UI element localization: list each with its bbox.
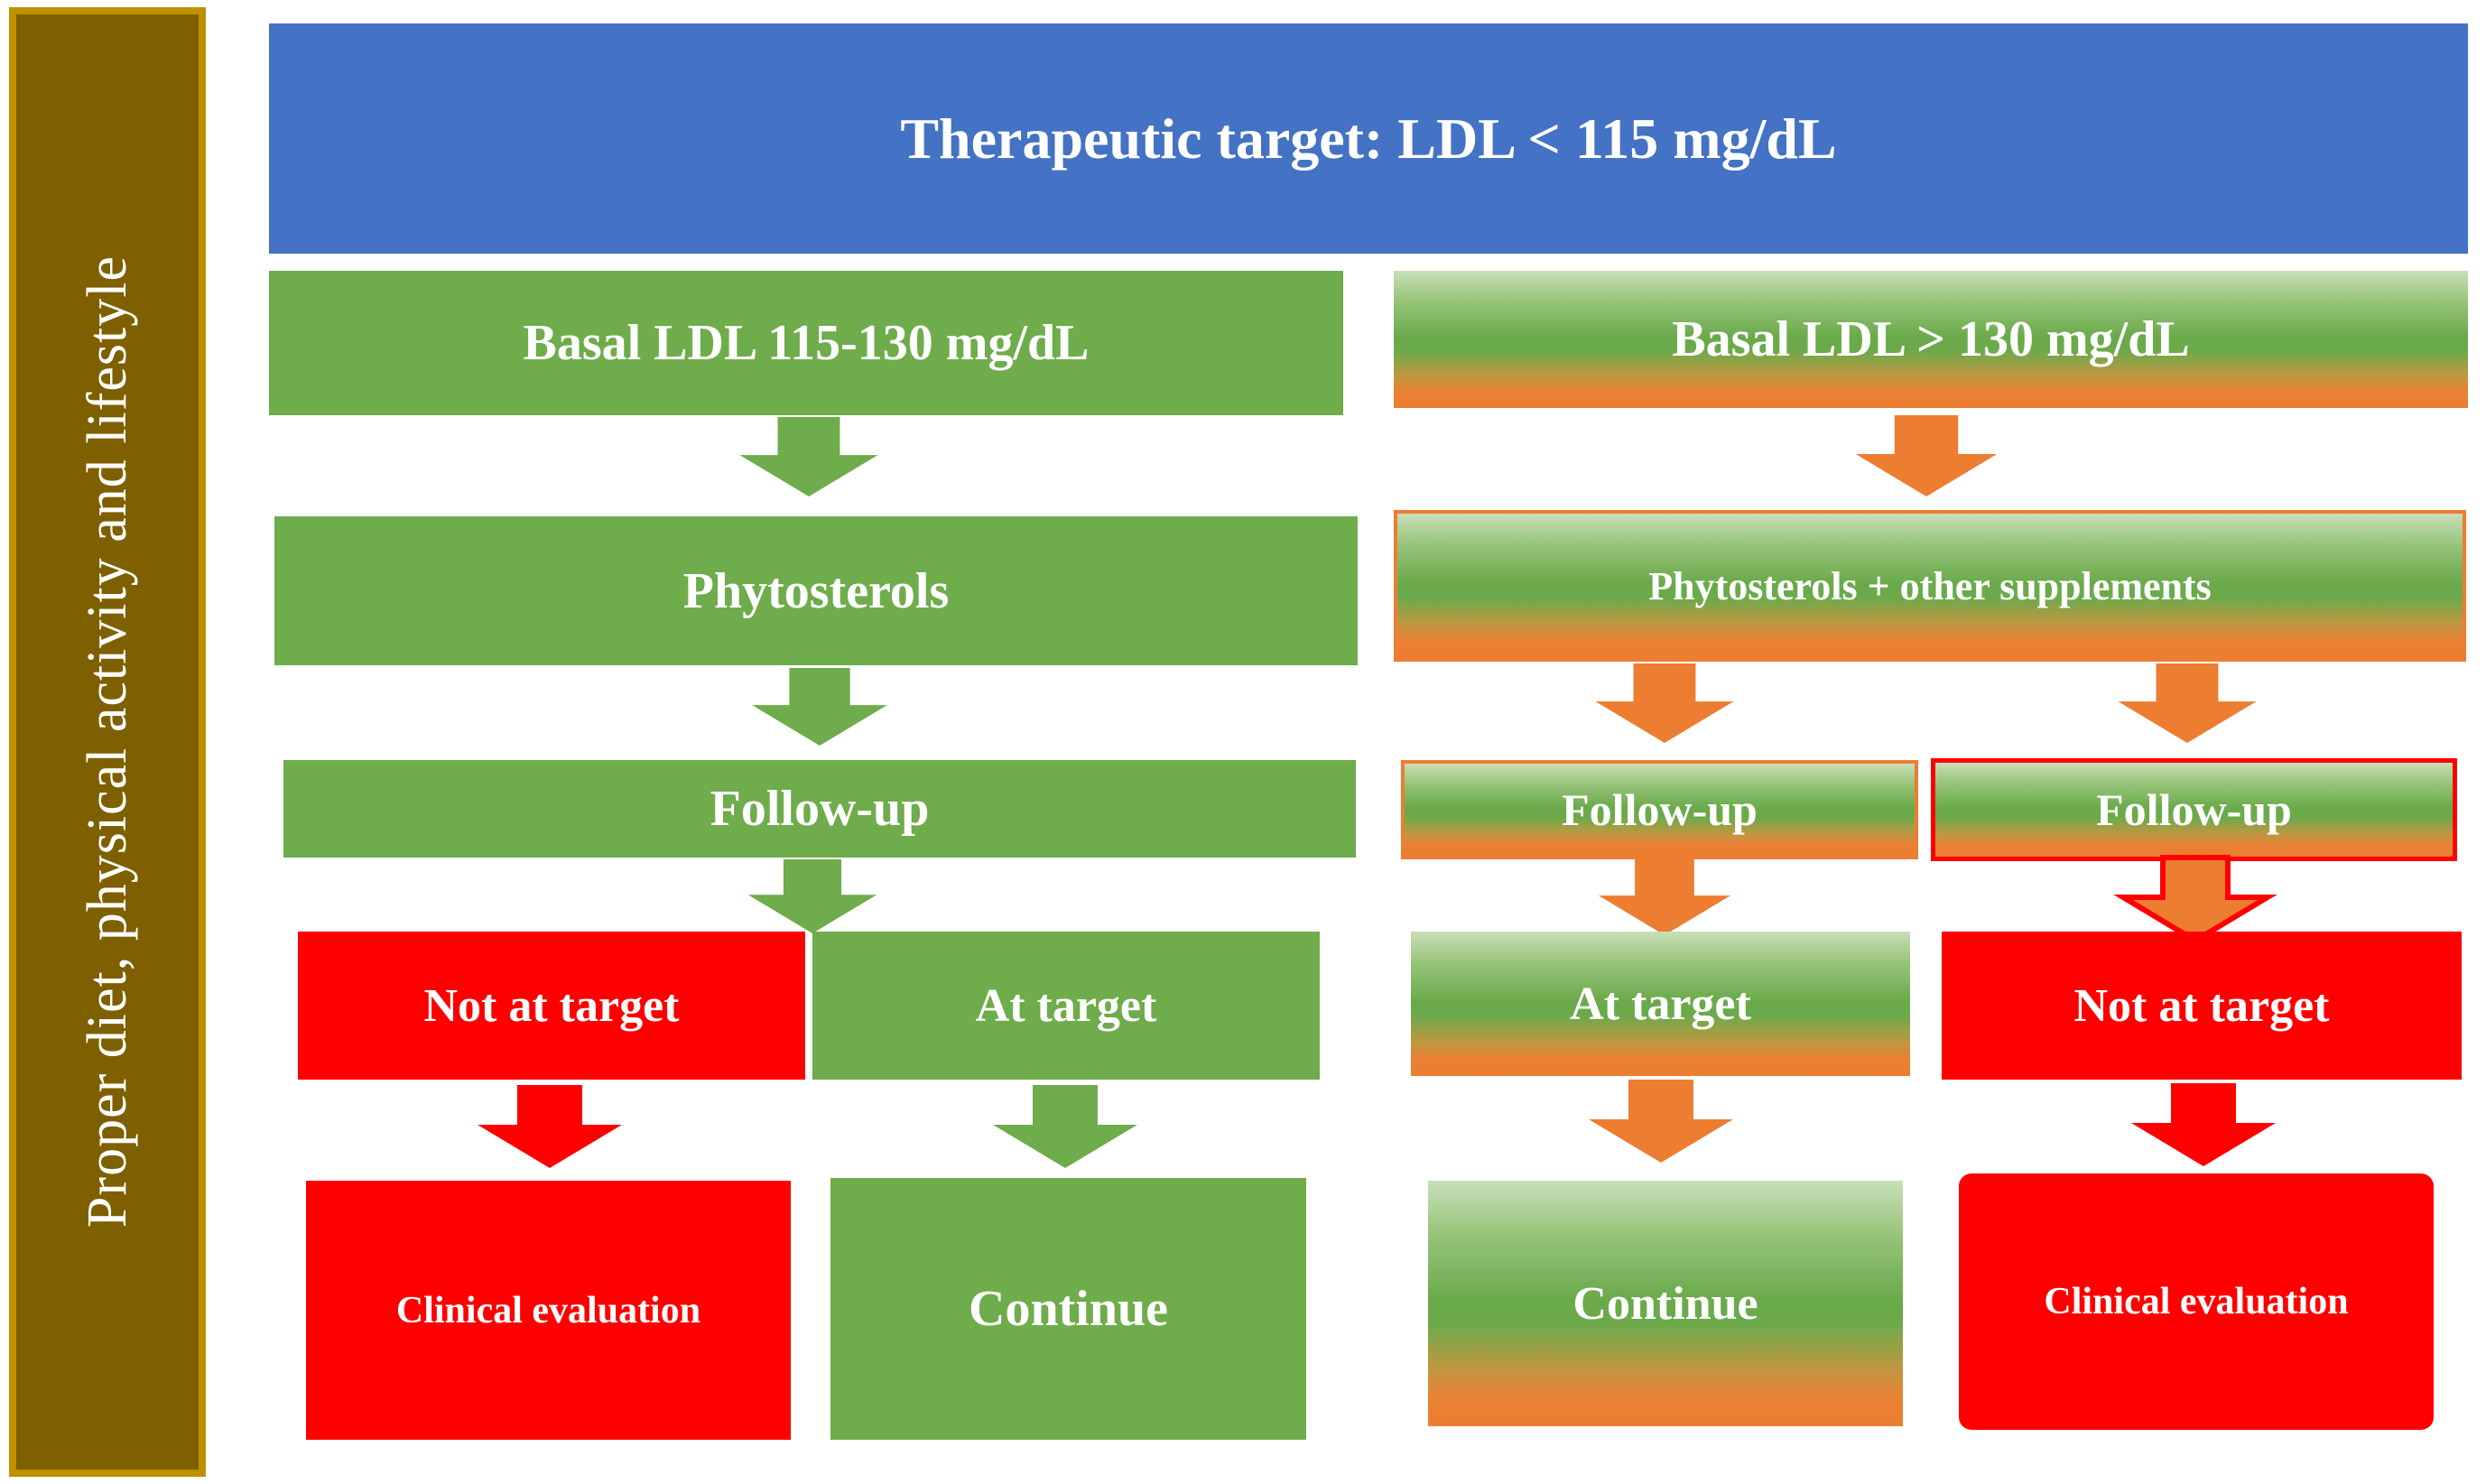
right-followup-to-at-target-arrow [1598,859,1731,935]
left-not-at-target-to-clinical-arrow [478,1085,622,1168]
right-clinical-evaluation-box: Clinical evaluation [1959,1173,2434,1430]
left-phytosterols-to-followup-arrow [752,668,887,746]
left-followup-box: Follow-up [283,760,1356,858]
right-clinical-evaluation-label: Clinical evaluation [2044,1281,2349,1322]
left-basal-ldl-box: Basal LDL 115-130 mg/dL [269,271,1343,415]
right-not-at-target-box: Not at target [1942,932,2462,1080]
left-not-at-target-box: Not at target [298,932,805,1080]
left-continue-box: Continue [830,1178,1306,1440]
left-followup-label: Follow-up [710,781,930,837]
right-at-target-to-continue-arrow [1589,1080,1733,1163]
left-phytosterols-box: Phytosterols [274,516,1358,665]
left-clinical-evaluation-box: Clinical evaluation [306,1181,791,1440]
lifestyle-sidebar: Proper diet, physical activity and lifes… [9,7,206,1477]
therapeutic-target-banner: Therapeutic target: LDL < 115 mg/dL [269,23,2468,254]
right-not-at-target-label: Not at target [2073,979,2330,1032]
left-followup-to-targets-arrow [747,859,877,933]
left-clinical-evaluation-label: Clinical evaluation [395,1289,701,1331]
left-phytosterols-label: Phytosterols [682,562,950,619]
right-followup-to-not-at-target-arrow [2113,855,2277,944]
right-basal-to-phytosterols-arrow [1855,415,1998,496]
therapeutic-target-label: Therapeutic target: LDL < 115 mg/dL [900,106,1837,171]
left-continue-label: Continue [969,1281,1168,1337]
right-followup-at-target-box: Follow-up [1401,760,1918,859]
lifestyle-sidebar-label: Proper diet, physical activity and lifes… [76,255,138,1229]
right-followup-not-at-target-label: Follow-up [2096,784,2292,835]
right-supplements-to-followup-left-arrow [1595,663,1734,743]
right-basal-ldl-label: Basal LDL > 130 mg/dL [1672,311,2190,367]
left-at-target-label: At target [975,979,1157,1032]
right-phytosterols-supplements-box: Phytosterols + other supplements [1394,510,2466,662]
right-basal-ldl-box: Basal LDL > 130 mg/dL [1394,271,2468,408]
left-not-at-target-label: Not at target [423,979,680,1032]
right-at-target-label: At target [1570,978,1751,1030]
right-followup-not-at-target-box: Follow-up [1931,758,2457,861]
right-phytosterols-supplements-label: Phytosterols + other supplements [1648,563,2212,608]
right-not-at-target-to-clinical-arrow [2131,1083,2276,1166]
left-at-target-to-continue-arrow [993,1085,1137,1168]
left-basal-to-phytosterols-arrow [739,417,878,496]
right-at-target-box: At target [1411,932,1910,1076]
left-basal-ldl-label: Basal LDL 115-130 mg/dL [523,315,1090,371]
right-followup-at-target-label: Follow-up [1562,784,1758,835]
right-continue-box: Continue [1428,1181,1903,1426]
right-continue-label: Continue [1572,1277,1758,1330]
left-at-target-box: At target [812,932,1320,1080]
right-supplements-to-followup-right-arrow [2118,663,2257,743]
